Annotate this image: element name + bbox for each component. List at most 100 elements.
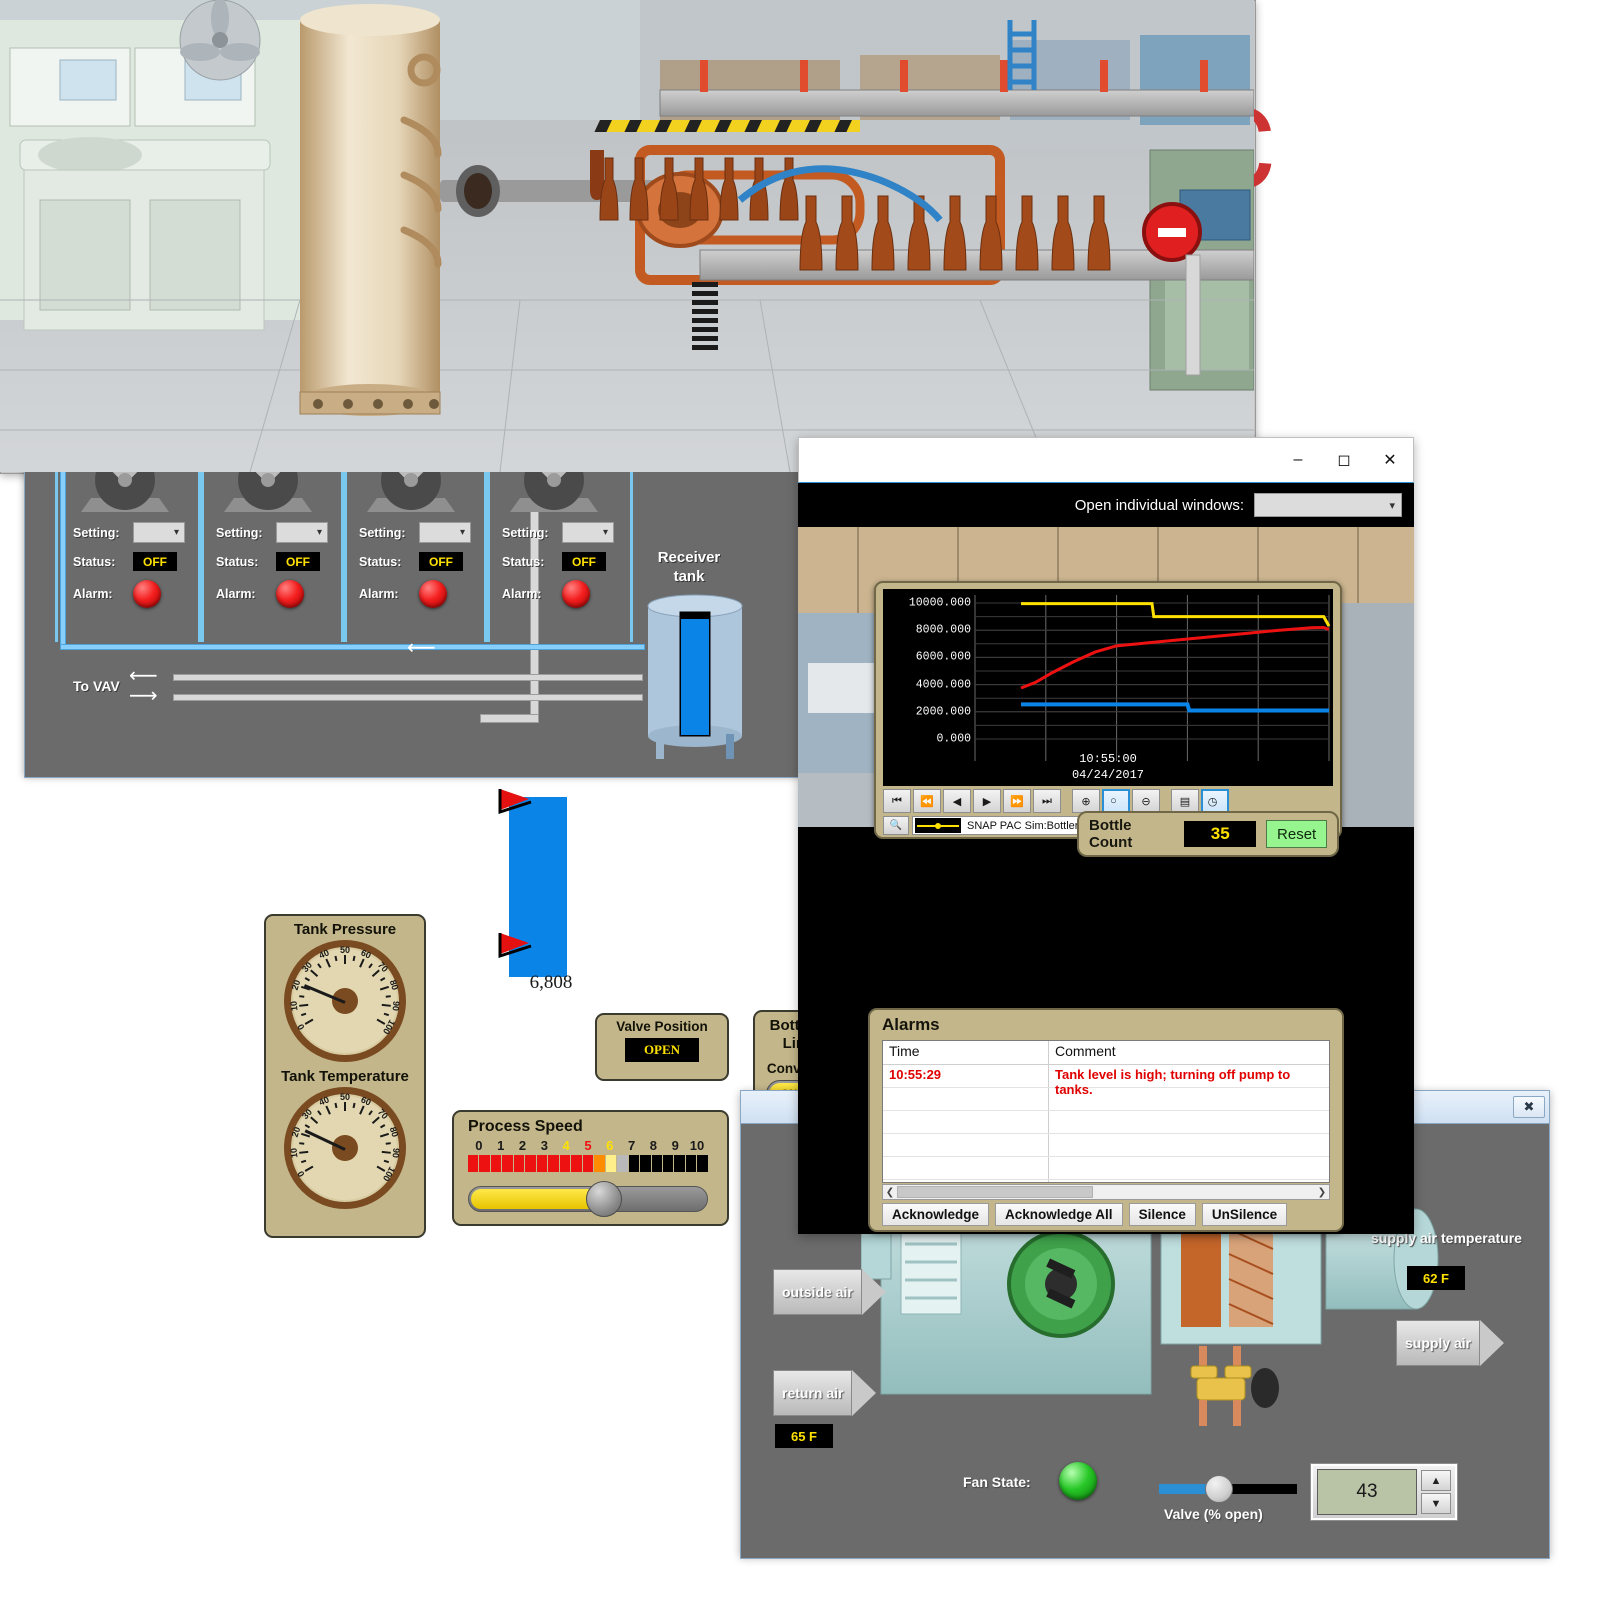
valve-setpoint-arrows: ▲ ▼ [1421,1470,1451,1514]
alarm-acknowledge-all-button[interactable]: Acknowledge All [995,1203,1123,1226]
process-speed-segment [559,1155,571,1172]
valve-setpoint-value: 43 [1317,1469,1417,1515]
minimize-icon[interactable]: – [1293,451,1303,468]
trend-x-date: 04/24/2017 [1071,768,1144,782]
close-icon[interactable]: ✖ [1513,1096,1545,1118]
gauge-tick [310,969,319,977]
setting-select-3[interactable]: ▾ [419,522,471,543]
bottle-count-reset-button[interactable]: Reset [1266,820,1327,848]
process-speed-slider-fill [471,1189,606,1209]
setting-select-2[interactable]: ▾ [276,522,328,543]
caret-up-icon[interactable]: ▲ [1421,1470,1451,1491]
open-windows-select[interactable]: ▾ [1254,493,1402,517]
process-speed-segment [525,1155,536,1172]
alarm-led-3[interactable] [419,580,447,608]
process-speed-slider-knob[interactable] [585,1181,622,1217]
alarm-comment [1049,1111,1329,1133]
alarm-led-1[interactable] [133,580,161,608]
process-speed-segment [548,1155,559,1172]
trend-last-button[interactable]: ⏭ [1033,789,1061,813]
alarm-led-2[interactable] [276,580,304,608]
trend-series-1 [1020,625,1330,690]
alarm-label-2: Alarm: [216,587,256,601]
status-value-3: OFF [419,552,463,571]
setting-select-1[interactable]: ▾ [133,522,185,543]
process-speed-segment [502,1155,513,1172]
trend-time-range-button[interactable]: ◷ [1201,789,1229,813]
alarm-led-4[interactable] [562,580,590,608]
trend-open-file-button[interactable]: ▤ [1171,789,1199,813]
tank-low-setpoint-marker-icon [498,933,532,959]
status-label-2: Status: [216,554,259,569]
trend-y-tick-label: 4000.000 [915,678,971,692]
process-speed-segment [479,1155,490,1172]
trend-step-back-button[interactable]: ◀ [943,789,971,813]
alarm-row-empty[interactable] [883,1180,1329,1182]
caret-down-icon[interactable]: ▼ [1421,1493,1451,1514]
trend-zoom-out-button[interactable]: ⊖ [1132,789,1160,813]
process-speed-segment [628,1155,640,1172]
valve-setpoint-spinner[interactable]: 43 ▲ ▼ [1311,1464,1457,1520]
alarm-row-empty[interactable] [883,1157,1329,1180]
valve-slider-knob[interactable] [1205,1475,1234,1503]
bottler-window: 6,808 [0,0,1256,993]
gauge-scale-label: 90 [390,1147,402,1159]
trend-fast-forward-button[interactable]: ⏩ [1003,789,1031,813]
gauge-tick [310,1116,319,1124]
setting-label-2: Setting: [216,525,263,540]
chevron-left-icon[interactable]: ❮ [885,1186,895,1198]
gauge-tick [304,1165,314,1172]
setting-select-4[interactable]: ▾ [562,522,614,543]
fan-state-led[interactable] [1059,1462,1097,1500]
trend-rewind-button[interactable]: ⏪ [913,789,941,813]
process-speed-tick: 7 [627,1138,636,1153]
alarm-row-empty[interactable] [883,1111,1329,1134]
open-windows-bar: Open individual windows: ▾ [798,483,1414,527]
alarm-row-empty[interactable] [883,1134,1329,1157]
valve-slider[interactable] [1159,1475,1297,1503]
chevron-right-icon[interactable]: ❯ [1317,1186,1327,1198]
receiver-tank-graphic [647,594,743,759]
arrow-right-icon [1480,1320,1505,1366]
process-speed-tick: 8 [649,1138,658,1153]
gauge-tick [368,1110,373,1116]
receiver-tank-label-line2: tank [673,568,705,585]
compressor-controls-1: Setting: ▾ Status: OFF Alarm: [73,522,185,608]
pen-color-swatch [915,818,961,833]
gauge-scale-label: 40 [317,947,331,962]
alarms-hscrollbar[interactable]: ❮ ❯ [882,1184,1330,1200]
gauge-scale-label: 100 [381,1017,398,1036]
chevron-down-icon: ▾ [602,527,608,538]
receiver-tank-label-line1: Receiver [657,549,721,566]
to-vav-arrow-left-icon: ⟵ [129,665,158,687]
setting-label-4: Setting: [502,525,549,540]
trend-first-button[interactable]: ⏮ [883,789,911,813]
process-speed-segment [571,1155,582,1172]
trend-series-2 [1021,702,1329,713]
gauge-tick [359,1105,365,1115]
maximize-icon[interactable]: ◻ [1337,452,1351,469]
alarm-unsilence-button[interactable]: UnSilence [1201,1203,1288,1226]
trend-y-tick-label: 6000.000 [915,650,971,664]
arrow-right-icon [861,1269,886,1315]
process-speed-tick: 5 [584,1138,592,1153]
trend-step-forward-button[interactable]: ▶ [973,789,1001,813]
alarm-row-empty[interactable] [883,1088,1329,1111]
supply-air-temperature: 62 F [1407,1266,1465,1290]
search-icon[interactable]: 🔍 [883,816,909,835]
process-speed-segment [536,1155,548,1172]
process-speed-segment [640,1155,651,1172]
alarm-comment [1049,1134,1329,1156]
tank-pressure-title: Tank Pressure [293,921,397,938]
alarm-acknowledge-button[interactable]: Acknowledge [882,1203,990,1226]
trend-x-time: 10:55:00 [1079,752,1137,766]
close-icon[interactable]: ✕ [1383,452,1397,469]
tank-temperature-title: Tank Temperature [281,1068,409,1085]
alarms-col-comment: Comment [1055,1043,1116,1059]
alarms-scroll-thumb[interactable] [897,1186,1093,1198]
alarm-silence-button[interactable]: Silence [1128,1203,1196,1226]
trend-zoom-fit-button[interactable]: ○ [1102,789,1130,813]
trend-zoom-in-button[interactable]: ⊕ [1072,789,1100,813]
